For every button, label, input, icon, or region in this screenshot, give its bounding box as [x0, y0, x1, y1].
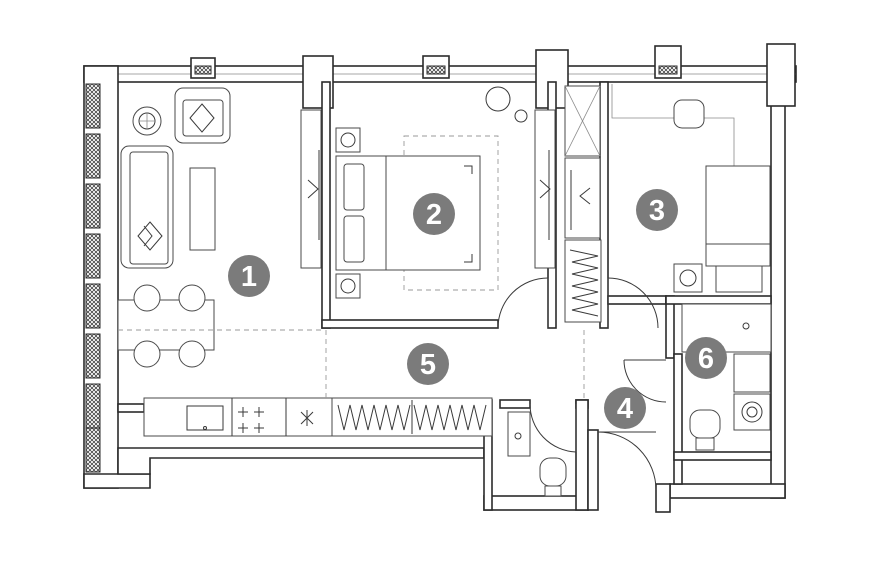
room3-furniture [611, 84, 771, 293]
room-marker-5: 5 [407, 343, 449, 385]
room-number-3: 3 [649, 195, 665, 227]
living-furniture [117, 87, 493, 437]
room-number-6: 6 [698, 343, 714, 375]
room-marker-6: 6 [685, 337, 727, 379]
wardrobes [300, 85, 602, 323]
room-number-5: 5 [420, 349, 436, 381]
room-marker-1: 1 [228, 255, 270, 297]
doors [497, 277, 667, 491]
zone-boundaries [118, 329, 585, 398]
interior-walls [117, 81, 772, 511]
room-number-2: 2 [426, 199, 442, 231]
bedroom-furniture [335, 86, 528, 299]
room-marker-3: 3 [636, 189, 678, 231]
bathroom-fixtures [507, 303, 772, 497]
room-marker-2: 2 [413, 193, 455, 235]
room-number-4: 4 [617, 393, 633, 425]
room-marker-4: 4 [604, 387, 646, 429]
room-number-1: 1 [241, 261, 257, 293]
